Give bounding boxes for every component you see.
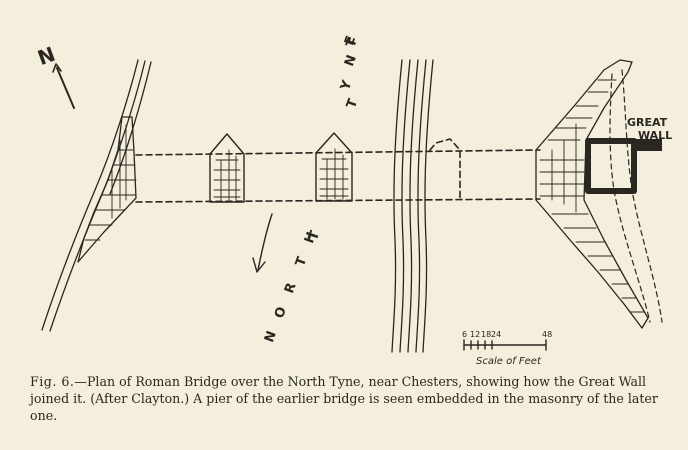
figure-caption-text: —Plan of Roman Bridge over the North Tyn… bbox=[30, 374, 658, 423]
figure-caption: Fig. 6.—Plan of Roman Bridge over the No… bbox=[30, 373, 670, 424]
scale-tick-6: 6 bbox=[462, 330, 467, 339]
bridge-pier-2 bbox=[315, 132, 353, 202]
east-abutment bbox=[535, 59, 649, 329]
scale-ticks: 6 12 18 24 48 bbox=[462, 330, 552, 339]
river-letter-tyne-y: Y bbox=[338, 78, 356, 93]
figure-label: Fig. 6. bbox=[30, 374, 75, 389]
river-flow-arrow bbox=[252, 213, 273, 273]
scale-tick-18: 18 bbox=[481, 330, 491, 339]
river-letter-north-t: T bbox=[293, 255, 310, 269]
great-wall-label-line1: GREAT bbox=[627, 116, 668, 129]
great-wall-tower bbox=[585, 138, 662, 194]
river-letter-north-h: H bbox=[302, 230, 320, 245]
bridge-pier-1 bbox=[209, 133, 245, 203]
river-letter-tyne-n: N bbox=[342, 53, 360, 68]
west-abutment bbox=[77, 116, 137, 263]
great-wall-label: GREAT WALL bbox=[627, 116, 672, 142]
north-arrow-label: N bbox=[34, 42, 58, 70]
river-letter-tyne-t: T bbox=[344, 97, 361, 111]
great-wall-label-line2: WALL bbox=[638, 129, 672, 142]
scale-tick-48: 48 bbox=[542, 330, 552, 339]
river-letter-north-r: R bbox=[282, 281, 300, 296]
bridge-deck-outline bbox=[135, 138, 541, 203]
west-river-bank bbox=[41, 59, 152, 332]
scale-bar bbox=[463, 339, 547, 351]
scale-tick-24: 24 bbox=[491, 330, 501, 339]
north-arrow bbox=[52, 63, 75, 109]
scale-caption: Scale of Feet bbox=[476, 356, 542, 367]
east-river-bank bbox=[391, 59, 434, 353]
scale-tick-12: 12 bbox=[470, 330, 480, 339]
river-letter-north-o: O bbox=[272, 305, 290, 321]
bridge-plan-drawing: N T T T Y N E N O R T H GREAT WALL 6 12 … bbox=[34, 34, 672, 367]
river-letter-north-n: N bbox=[262, 329, 280, 344]
